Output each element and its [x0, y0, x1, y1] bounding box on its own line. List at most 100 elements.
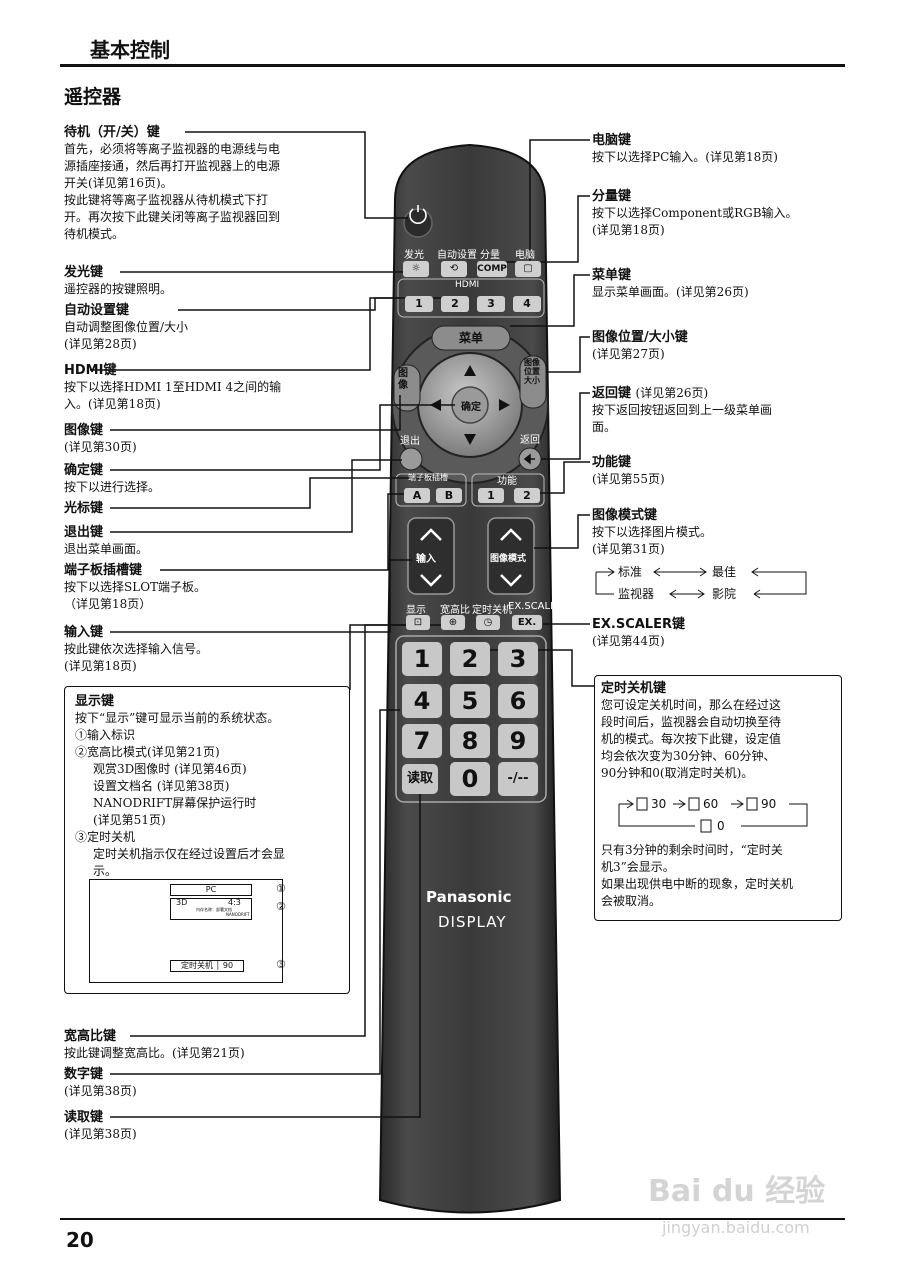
page-number: 20 [66, 1228, 94, 1252]
hdmi-2-button[interactable]: 2 [441, 296, 469, 312]
num-5-button[interactable]: 5 [450, 684, 490, 718]
recall-display-button[interactable]: ⊡ [406, 615, 430, 630]
marker-1: ① [276, 882, 286, 895]
dash-button[interactable]: -/-- [498, 762, 538, 796]
autosetup-label: 自动设置 [437, 250, 477, 261]
label-possize: 图像位置/大小键 (详见第27页) [592, 330, 688, 361]
function-2-button[interactable]: 2 [514, 488, 540, 503]
hdmi-3-button[interactable]: 3 [477, 296, 505, 312]
hdmi-group-label: HDMI [455, 280, 480, 290]
screen-preview: PC 3D 4:3 内存名称：部署文档 NANODRIFT 定时关机 │ 90 … [89, 879, 286, 983]
label-light: 发光键 遥控器的按键照明。 [64, 265, 173, 296]
label-return: 返回键 (详见第26页) 按下返回按钮返回到上一级菜单画 面。 [592, 386, 773, 434]
exscaler-button[interactable]: EX. [512, 615, 542, 630]
autosetup-button[interactable]: ⟲ [441, 261, 467, 277]
ok-button-label[interactable]: 确定 [461, 402, 481, 413]
num-1-button[interactable]: 1 [402, 642, 442, 676]
numeric-pad-frame [395, 635, 547, 803]
function-group-label: 功能 [497, 476, 517, 487]
num-7-button[interactable]: 7 [402, 724, 442, 758]
component-label: 分量 [480, 250, 500, 261]
function-1-button[interactable]: 1 [478, 488, 504, 503]
recall-display-label: 显示 [406, 605, 426, 616]
screen-3d: 3D [176, 898, 188, 907]
label-exscaler: EX.SCALER键 (详见第44页) [592, 617, 685, 648]
offtimer-button[interactable]: ◷ [476, 615, 500, 630]
label-ok: 确定键 按下以进行选择。 [64, 463, 161, 494]
screen-ratio: 4:3 [228, 898, 241, 907]
offtimer-box: 定时关机键 您可设定关机时间，那么在经过这 段时间后，监视器会自动切换至待 机的… [594, 675, 842, 921]
component-button[interactable]: COMP [477, 261, 507, 277]
mode-best: 最佳 [712, 565, 737, 579]
label-menu: 菜单键 显示菜单画面。(详见第26页) [592, 268, 749, 299]
timer-cycle: 30 60 90 0 [615, 794, 815, 834]
label-hdmi: HDMI键 按下以选择HDMI 1至HDMI 4之间的输 入。(详见第18页) [64, 363, 282, 411]
light-button[interactable]: ☼ [403, 261, 429, 277]
menu-button [431, 325, 511, 351]
label-exit: 退出键 退出菜单画面。 [64, 525, 149, 556]
screen-small1: 内存名称：部署文档 [196, 907, 232, 912]
mode-cinema: 影院 [712, 587, 737, 601]
hdmi-1-button[interactable]: 1 [405, 296, 433, 312]
label-pc: 电脑键 按下以选择PC输入。(详见第18页) [592, 133, 778, 164]
label-autosetup: 自动设置键 自动调整图像位置/大小 (详见第28页) [64, 303, 189, 351]
picmode-button [487, 517, 535, 595]
cursor-down-icon [464, 434, 476, 445]
mode-standard: 标准 [618, 565, 643, 579]
num-9-button[interactable]: 9 [498, 724, 538, 758]
display-key-box: 显示键 按下“显示”键可显示当前的系统状态。 ①输入标识 ②宽高比模式(详见第2… [64, 686, 350, 994]
label-component: 分量键 按下以选择Component或RGB输入。 (详见第18页) [592, 189, 798, 237]
screen-timer: 定时关机 │ 90 [170, 960, 244, 972]
hdmi-4-button[interactable]: 4 [513, 296, 541, 312]
cursor-right-icon [499, 399, 510, 411]
num-2-button[interactable]: 2 [450, 642, 490, 676]
label-numeric: 数字键 (详见第38页) [64, 1067, 137, 1098]
recall-button[interactable]: 读取 [402, 764, 438, 794]
timer-90: 90 [761, 797, 777, 811]
exit-label: 退出 [400, 436, 420, 447]
label-input: 输入键 按此键依次选择输入信号。 (详见第18页) [64, 625, 209, 673]
num-4-button[interactable]: 4 [402, 684, 442, 718]
possize-button-label[interactable]: 图像位置大小 [524, 358, 540, 385]
footer-rule [60, 1218, 845, 1220]
leader-lines [90, 131, 596, 1118]
watermark-url: jingyan.baidu.com [662, 1218, 810, 1237]
watermark-logo: Bai du 经验 [648, 1174, 826, 1209]
label-picture: 图像键 (详见第30页) [64, 423, 137, 454]
num-3-button[interactable]: 3 [498, 642, 538, 676]
mode-monitor: 监视器 [618, 587, 655, 601]
input-button [407, 517, 455, 595]
marker-3: ③ [276, 958, 286, 971]
possize-button [519, 355, 547, 409]
offtimer-label: 定时关机 [472, 605, 512, 616]
label-recall: 读取键 (详见第38页) [64, 1110, 137, 1141]
aspect-button[interactable]: ⊕ [441, 615, 465, 630]
header-rule [60, 64, 845, 67]
picmode-button-label[interactable]: 图像模式 [490, 554, 527, 564]
page-title: 基本控制 [90, 38, 170, 62]
cursor-up-icon [464, 365, 476, 376]
return-label: 返回 [520, 435, 540, 446]
menu-button-label[interactable]: 菜单 [458, 331, 483, 345]
timer-60: 60 [703, 797, 719, 811]
pc-button[interactable]: ▢ [515, 261, 541, 277]
picmode-cycle: 标准 最佳 监视器 影院 [594, 564, 814, 604]
input-button-label[interactable]: 输入 [416, 554, 436, 565]
brand-sub: DISPLAY [438, 913, 507, 931]
timer-30: 30 [651, 797, 667, 811]
marker-2: ② [276, 900, 286, 913]
picture-button-label[interactable]: 图像 [398, 368, 408, 391]
timer-0: 0 [717, 819, 725, 833]
label-picmode: 图像模式键 按下以选择图片模式。 (详见第31页) [592, 508, 713, 556]
num-8-button[interactable]: 8 [450, 724, 490, 758]
light-label: 发光 [404, 250, 424, 261]
num-0-button[interactable]: 0 [450, 762, 490, 796]
screen-aspect-box [170, 898, 252, 920]
num-6-button[interactable]: 6 [498, 684, 538, 718]
slot-a-button[interactable]: A [404, 488, 430, 503]
return-icon [523, 453, 535, 465]
slot-b-button[interactable]: B [436, 488, 462, 503]
aspect-label: 宽高比 [440, 605, 470, 616]
power-icon [409, 208, 427, 224]
